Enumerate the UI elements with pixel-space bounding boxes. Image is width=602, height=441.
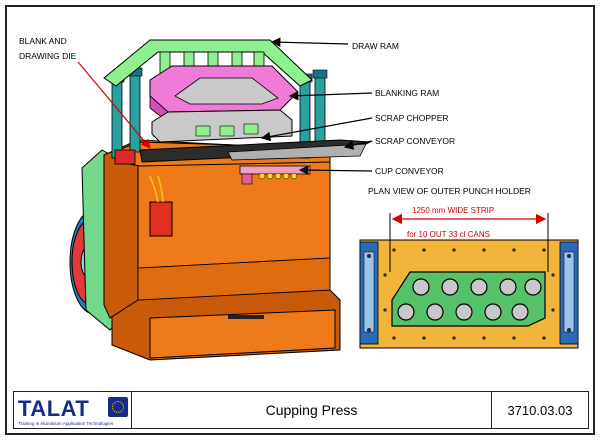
label-blank-die-2: DRAWING DIE — [19, 51, 77, 61]
blank-drawing-die — [114, 149, 136, 165]
title-block: TALAT Training in Aluminium Application … — [13, 391, 589, 429]
label-scrap-chopper: SCRAP CHOPPER — [375, 113, 449, 123]
label-blanking-ram: BLANKING RAM — [375, 88, 439, 98]
leader-lines — [77, 37, 373, 175]
label-blank-die-1: BLANK AND — [19, 36, 67, 46]
label-strip-width: 1250 mm WIDE STRIP — [412, 206, 494, 215]
blanking-ram — [149, 65, 299, 123]
logo-subtitle: Training in Aluminium Application Techno… — [18, 421, 114, 426]
press-body-side — [103, 139, 139, 319]
logo-badge-icon — [108, 397, 128, 417]
talat-logo: TALAT Training in Aluminium Application … — [14, 392, 132, 428]
die-holes — [397, 278, 542, 321]
control-box — [149, 201, 173, 237]
label-cans: for 10 OUT 33 cl CANS — [407, 230, 490, 239]
label-plan-view: PLAN VIEW OF OUTER PUNCH HOLDER — [368, 186, 531, 196]
press-illustration — [69, 39, 372, 361]
diagram-code: 3710.03.03 — [507, 402, 573, 418]
label-scrap-conveyor: SCRAP CONVEYOR — [375, 136, 455, 146]
label-draw-ram: DRAW RAM — [352, 41, 399, 51]
diagram-title: Cupping Press — [132, 392, 492, 428]
cup-conveyor — [239, 165, 311, 185]
label-cup-conveyor: CUP CONVEYOR — [375, 166, 444, 176]
logo-text: TALAT — [18, 396, 90, 421]
plan-view-punch-holder — [359, 213, 579, 349]
